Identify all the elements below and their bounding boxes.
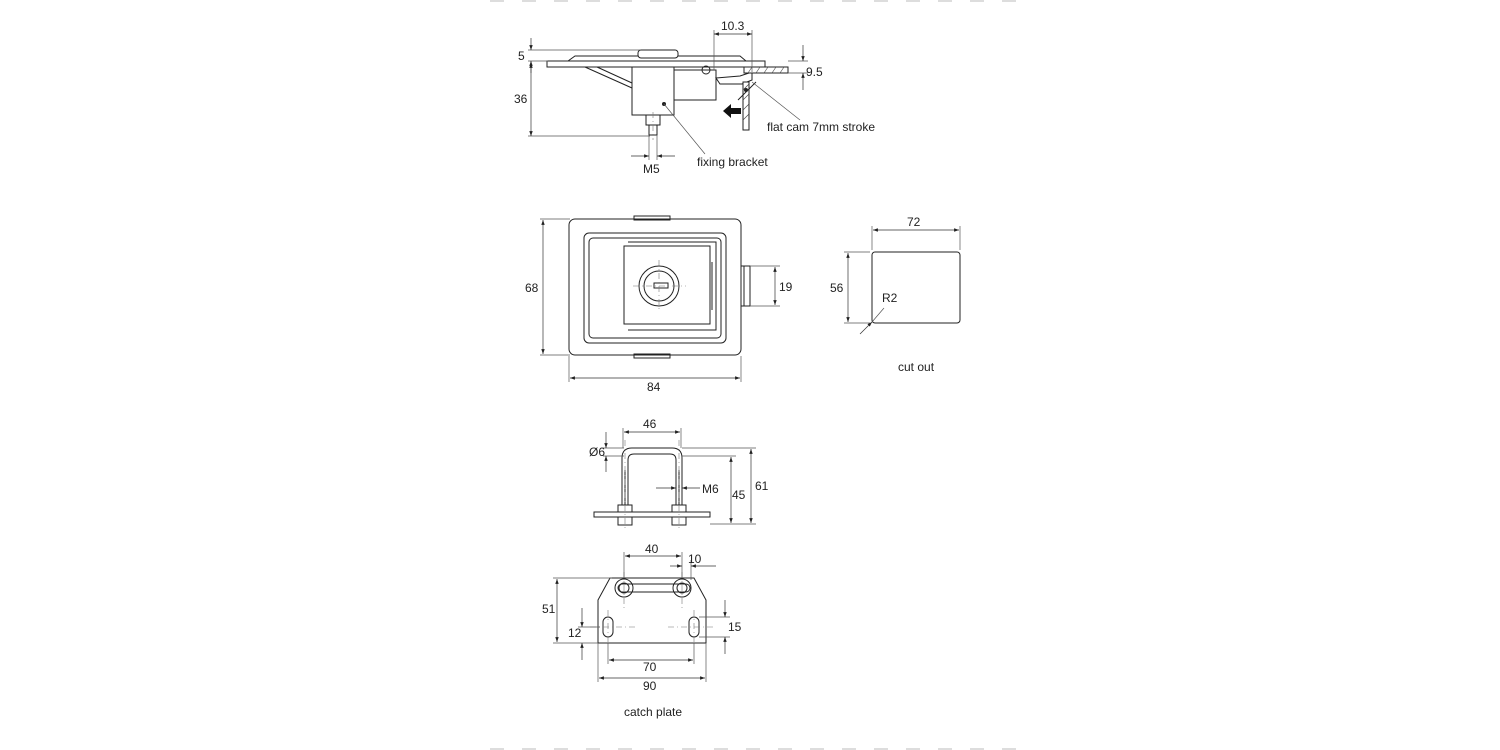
callout-fixing-bracket: fixing bracket: [697, 155, 768, 169]
dim-pin-dia: Ø6: [589, 445, 605, 459]
front-recess-inner: [588, 237, 722, 339]
front-tab-top: [633, 215, 671, 221]
cam-bracket: [715, 71, 753, 85]
front-recess-outer: [583, 232, 727, 344]
front-handle: [623, 245, 711, 325]
cylinder-cap: [637, 49, 679, 59]
lock-body-detail: [674, 69, 717, 101]
catch-plate-view: 40 10 51 12 15 70 90 catch plate: [542, 542, 742, 719]
dim-striker-spacing: 46: [643, 417, 657, 431]
dim-catch-slot-span: 40: [645, 542, 659, 556]
dim-striker-inner-height: 45: [732, 488, 746, 502]
body-screw: [701, 65, 711, 75]
door-section: [742, 81, 750, 131]
dim-cutout-width: 72: [907, 215, 921, 229]
dim-thread-m5: M5: [643, 162, 660, 176]
dim-catch-width: 90: [643, 679, 657, 693]
striker-u-bolt-outer: [621, 447, 683, 513]
striker-base: [593, 511, 711, 518]
dim-plate-thk: 5: [518, 49, 525, 63]
dim-cutout-height: 56: [830, 281, 844, 295]
flange-plate: [546, 60, 766, 68]
catch-boss-right: [672, 578, 692, 598]
key-slot: [653, 282, 669, 289]
cutout-view: 72 56 R2 cut out: [830, 215, 961, 374]
striker-view: 46 Ø6 M6 45 61: [589, 417, 769, 530]
dim-striker-overall-height: 61: [755, 479, 769, 493]
side-view: 5 36 10.3 9.5 M5 flat cam 7mm stroke fix…: [514, 19, 875, 176]
dim-cam-offset: 10.3: [721, 19, 745, 33]
dim-cam-height: 9.5: [806, 65, 823, 79]
stroke-direction-arrow-icon: [723, 104, 741, 118]
dim-body-height: 36: [514, 92, 528, 106]
door-hatch: [742, 83, 750, 121]
dim-front-width: 84: [647, 380, 661, 394]
dim-cam-width: 19: [779, 280, 793, 294]
catch-plate-bar: [617, 583, 691, 593]
dim-catch-height: 51: [542, 602, 556, 616]
cutout-rect: [871, 251, 961, 324]
front-tab-bottom: [633, 353, 671, 359]
dim-front-height: 68: [525, 281, 539, 295]
dim-catch-slot-length: 15: [728, 620, 742, 634]
dim-striker-thread: M6: [702, 482, 719, 496]
cam-plate: [740, 265, 751, 307]
bracket-strut: [584, 66, 633, 89]
callout-flat-cam: flat cam 7mm stroke: [767, 120, 875, 134]
caption-catch-plate: catch plate: [624, 705, 682, 719]
caption-cut-out: cut out: [898, 360, 935, 374]
dim-catch-hole-offset: 12: [568, 626, 582, 640]
dim-cutout-radius: R2: [882, 291, 898, 305]
lock-body: [631, 66, 675, 116]
panel-hatch: [747, 66, 785, 74]
dim-catch-hole-spacing: 70: [643, 660, 657, 674]
cam-pivot: [744, 88, 748, 92]
catch-boss-left: [614, 578, 634, 598]
dim-catch-slot-width: 10: [688, 552, 702, 566]
front-flange: [568, 218, 742, 356]
front-view: 68 84 19: [525, 215, 793, 394]
